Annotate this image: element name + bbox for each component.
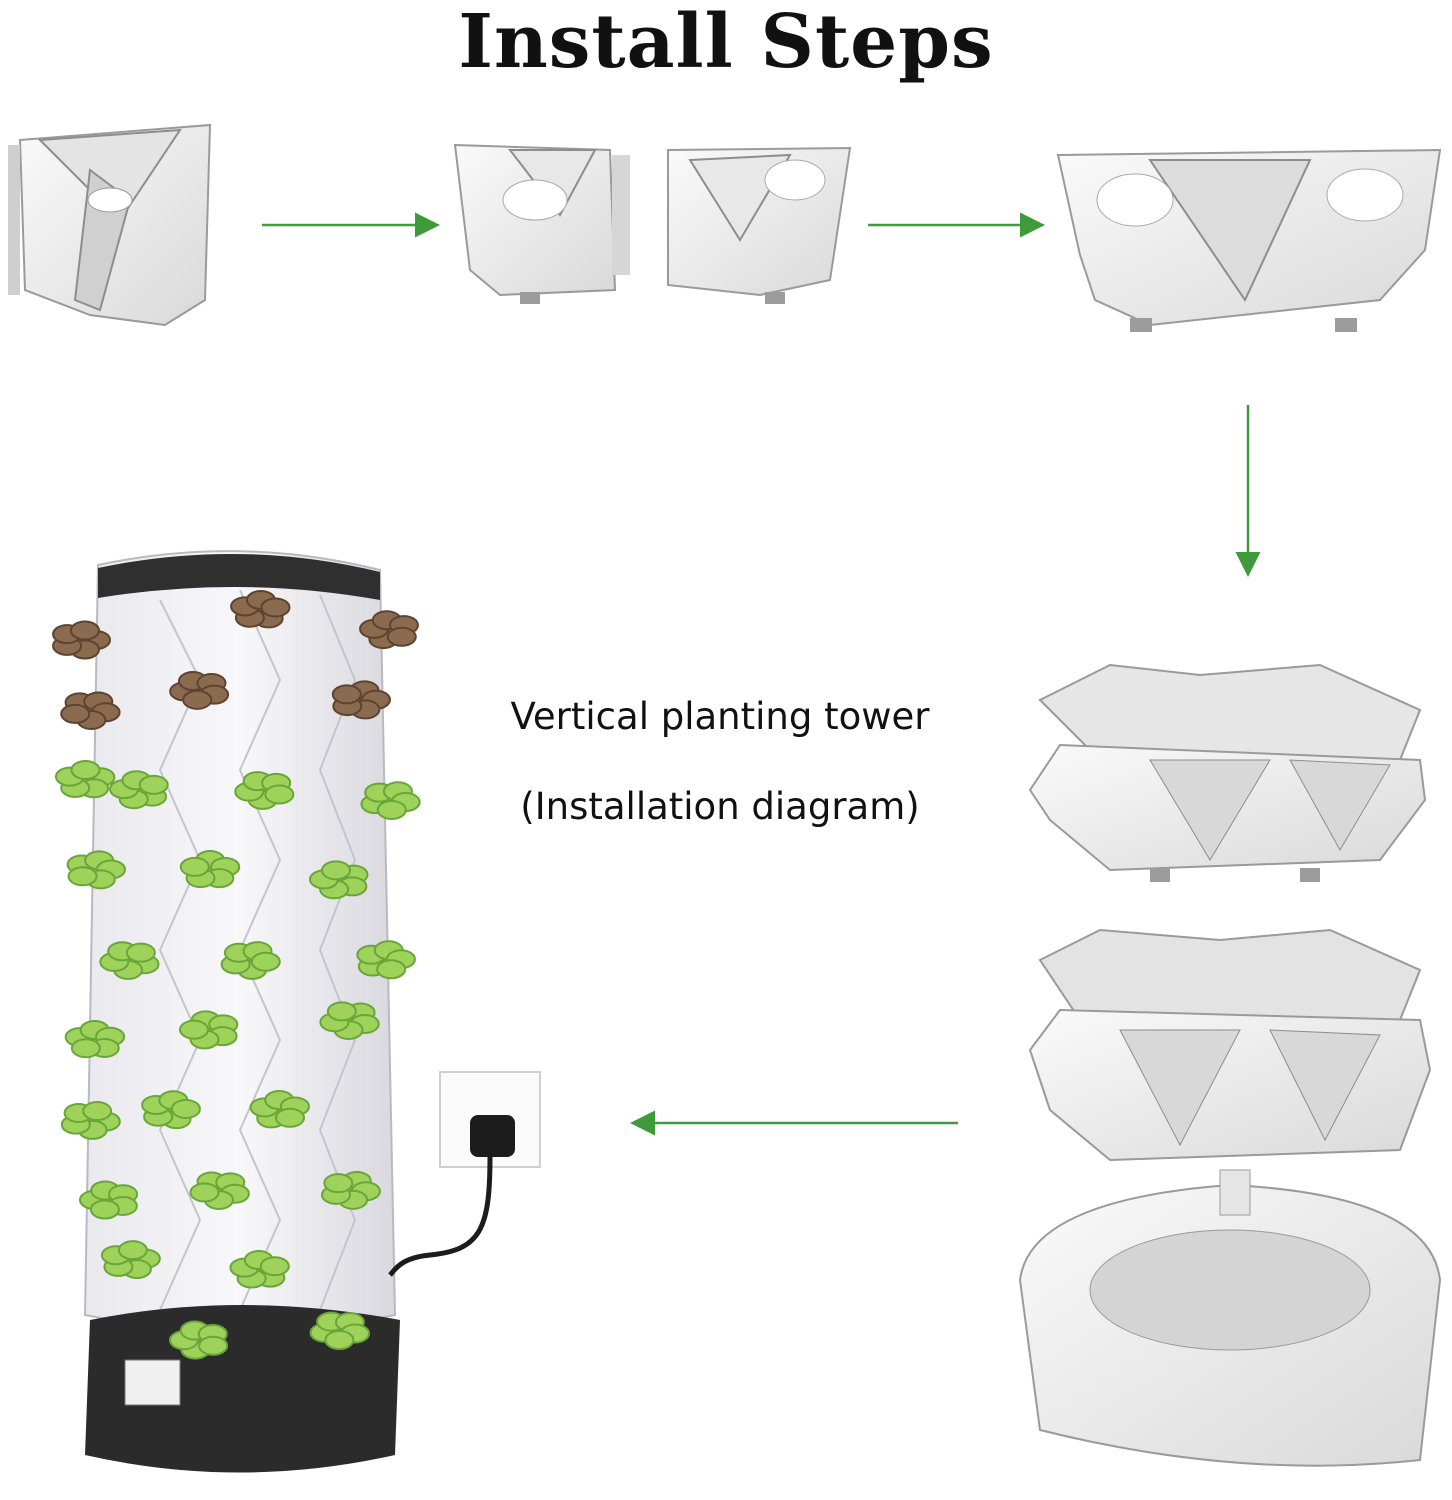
lettuce-plant: [249, 1090, 310, 1129]
step-4-stacked-rings: [1018, 663, 1442, 1467]
lettuce-plant: [220, 941, 281, 980]
lettuce-plant: [169, 1320, 229, 1360]
dark-lettuce-plant: [331, 680, 391, 720]
lettuce-plant: [54, 760, 116, 799]
page-title: Install Steps: [458, 0, 994, 85]
lettuce-plant: [356, 940, 416, 980]
lettuce-plant: [141, 1090, 201, 1130]
dark-lettuce-plant: [359, 610, 419, 650]
lettuce-plant: [234, 771, 295, 810]
lettuce-plant: [179, 1010, 239, 1050]
dark-lettuce-plant: [169, 671, 230, 710]
caption-line-1: Vertical planting tower: [510, 695, 930, 738]
lettuce-plant: [309, 1311, 371, 1350]
step-1-panel: [8, 123, 212, 327]
lettuce-plant: [100, 1240, 161, 1280]
step-5-planting-tower: [83, 550, 541, 1473]
dark-lettuce-plant: [60, 691, 121, 730]
lettuce-plant: [79, 1180, 139, 1220]
step-3-joined-segment: [1056, 148, 1442, 332]
lettuce-plant: [66, 850, 126, 890]
lettuce-plant: [60, 1101, 121, 1140]
dark-lettuce-plant: [230, 590, 291, 629]
caption-line-2: (Installation diagram): [520, 785, 920, 828]
step-2-panel-halves: [453, 143, 852, 304]
dark-lettuce-plants: [52, 590, 419, 730]
lettuce-plant: [229, 1250, 290, 1289]
lettuce-plant: [99, 941, 160, 980]
lettuce-plant: [319, 1001, 380, 1040]
lettuce-plant: [64, 1020, 126, 1059]
lettuce-plants: [54, 760, 421, 1360]
lettuce-plant: [360, 781, 421, 820]
lettuce-plant: [179, 850, 241, 889]
lettuce-plant: [309, 860, 369, 900]
lettuce-plant: [109, 770, 169, 810]
dark-lettuce-plant: [52, 620, 111, 660]
lettuce-plant: [320, 1170, 381, 1210]
lettuce-plant: [189, 1171, 250, 1210]
